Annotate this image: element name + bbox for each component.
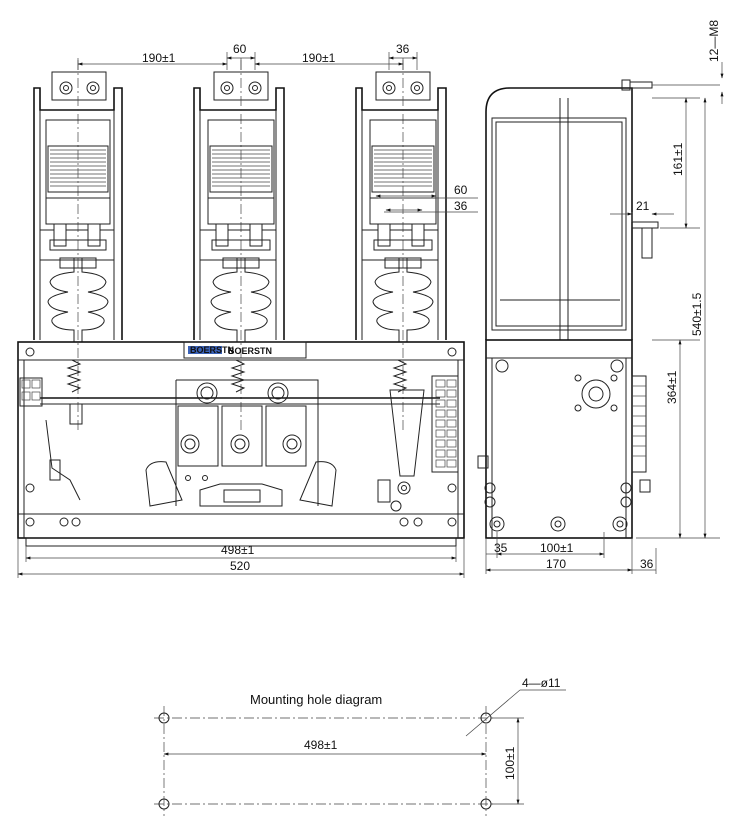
side-vertical-dimensions: 161±1 540±1.5 364±1 12—M8 [636,20,724,539]
dim-mount-spacing: 498±1 [221,543,255,557]
dim-pitch-left: 190±1 [142,51,176,65]
dim-contact-60: 60 [454,183,468,197]
pole-left [33,60,123,430]
side-21-dimension: 21 [610,199,674,222]
dim-100: 100±1 [540,541,574,555]
mount-hole-bottom-left [158,798,170,810]
front-view: BOERSTN BOERSTN 190±1 60 190±1 36 [17,42,478,578]
side-bottom-dimensions: 35 100±1 170 36 [485,532,657,574]
mount-hole-top-right [480,712,492,724]
dim-upper: 161±1 [671,142,685,176]
dim-thread: 12—M8 [707,20,721,62]
side-view: 161±1 540±1.5 364±1 12—M8 21 35 100±1 17… [477,20,724,574]
hole-spec: 4—ø11 [522,676,561,690]
mount-hole-top-left [158,712,170,724]
nameplate-logo: BOERSTN [190,345,234,355]
mounting-hole-diagram: Mounting hole diagram 4—ø11 498±1 100±1 [154,676,566,816]
dim-pitch-right: 190±1 [302,51,336,65]
dim-35: 35 [494,541,508,555]
contact-dimensions: 60 36 [375,183,478,213]
dim-terminal-center: 60 [233,42,247,56]
dim-170: 170 [546,557,566,571]
dim-total-height: 540±1.5 [690,292,704,336]
nameplate: BOERSTN BOERSTN [183,341,307,359]
front-top-dimensions: 190±1 60 190±1 36 [77,42,418,70]
dim-contact-36: 36 [454,199,468,213]
dim-overall-width: 520 [230,559,250,573]
mounting-diagram-title: Mounting hole diagram [250,692,382,707]
dim-mount-horizontal: 498±1 [304,738,338,752]
dim-21: 21 [636,199,650,213]
nameplate-brand: BOERSTN [228,346,272,356]
dim-base-height: 364±1 [665,370,679,404]
pole-right [355,60,447,430]
mount-hole-bottom-right [480,798,492,810]
front-bottom-dimensions: 498±1 520 [17,538,465,578]
pole-center [193,60,285,430]
dim-mount-vertical: 100±1 [503,746,517,780]
mechanism-housing [17,341,465,547]
dim-terminal-width: 36 [396,42,410,56]
dim-36: 36 [640,557,654,571]
